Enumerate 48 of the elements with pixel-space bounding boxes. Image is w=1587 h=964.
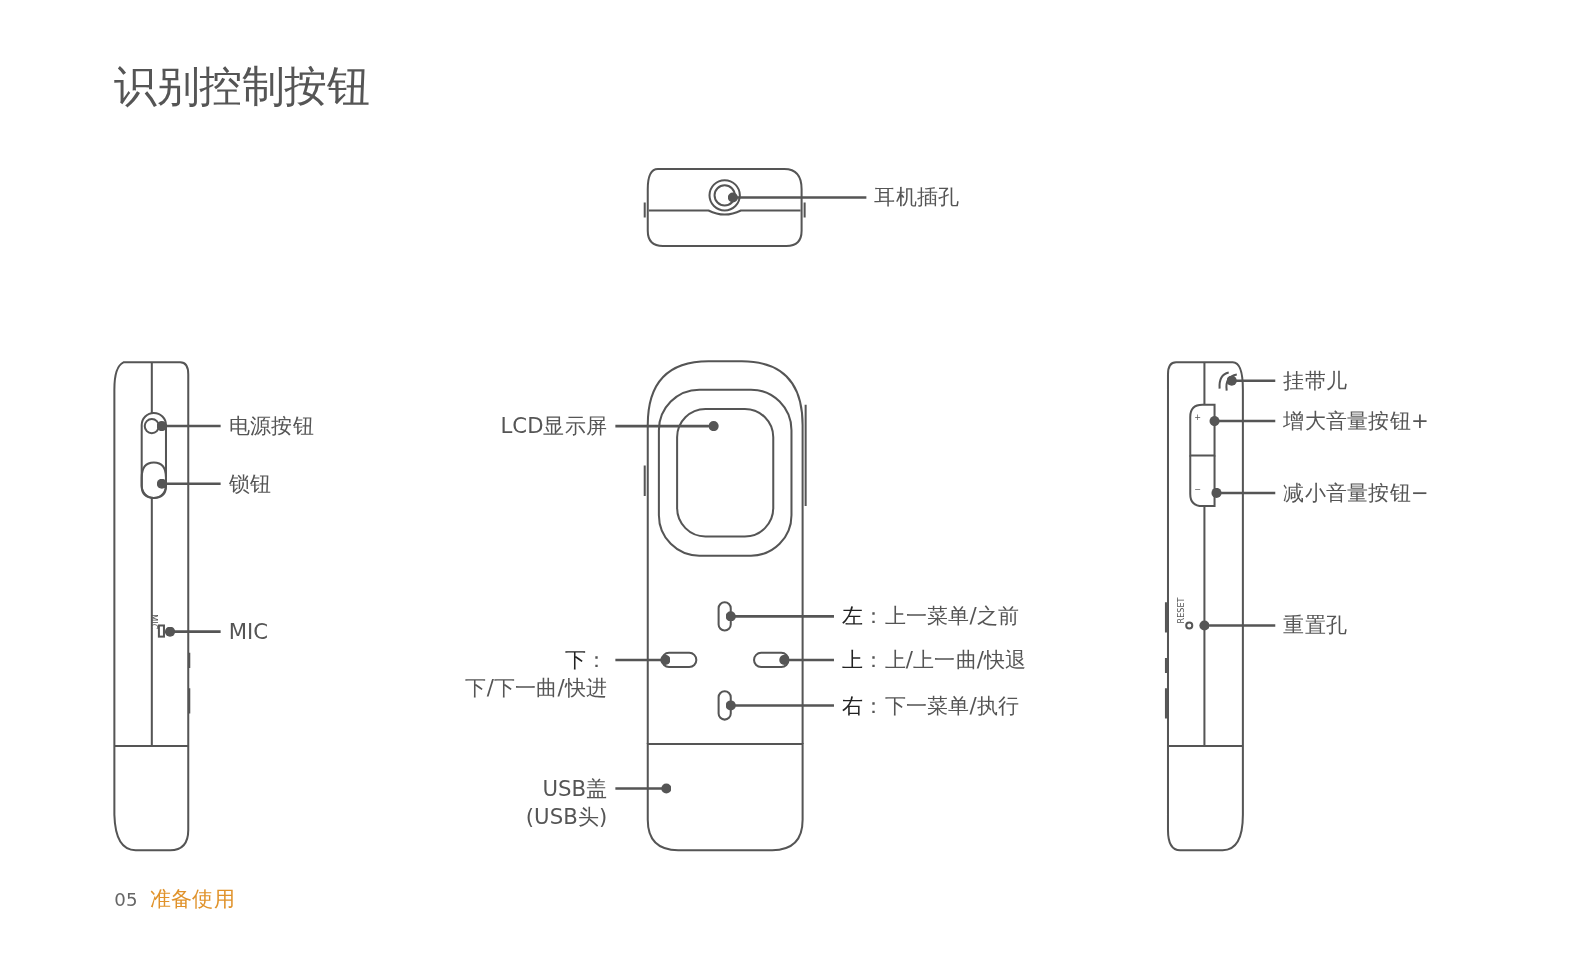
page-title: 识别控制按钮: [114, 60, 370, 114]
reset-label: RESET: [1177, 597, 1187, 624]
leader-line: [615, 654, 671, 665]
leader-line: [1226, 375, 1276, 386]
mic-hole: [157, 624, 165, 638]
leader-line: [156, 421, 221, 432]
volume-key: [1189, 455, 1216, 508]
leader-line: [165, 626, 221, 637]
part-label: 重置孔: [1283, 610, 1348, 639]
usb-cap: [646, 742, 804, 852]
part-label: 耳机插孔: [874, 183, 960, 212]
minus-sign: −: [1194, 484, 1202, 494]
part-label: 下：下/下一曲/快进: [465, 645, 608, 703]
key: [660, 651, 698, 668]
leader-line: [1211, 487, 1276, 498]
key: [717, 690, 732, 721]
leader-line: [727, 192, 867, 203]
leader-line: [725, 611, 834, 622]
lock-switch: [140, 461, 167, 499]
display-screen: [676, 407, 775, 538]
leader-line: [615, 421, 719, 432]
part-label: 上：上/上一曲/快退: [842, 645, 1027, 675]
part-label: 右：下一菜单/执行: [842, 691, 1020, 720]
part-label: 挂带儿: [1283, 366, 1348, 395]
key: [717, 601, 732, 632]
part-label: LCD显示屏: [500, 411, 608, 441]
key: [753, 651, 790, 668]
leader-line: [1209, 416, 1276, 427]
plus-sign: +: [1194, 412, 1202, 423]
part-label: 减小音量按钮−: [1283, 478, 1429, 508]
power-button: [143, 418, 160, 435]
part-label: 左：上一菜单/之前: [842, 602, 1020, 631]
volume-key: [1189, 403, 1216, 457]
headphone-jack: [708, 179, 741, 212]
leader-line: [1199, 620, 1276, 631]
leader-line: [156, 478, 221, 489]
strap-hole: [1218, 371, 1238, 392]
leader-line: [615, 783, 672, 794]
part-label: 锁钮: [228, 469, 272, 498]
section-name: 准备使用: [149, 885, 235, 913]
leader-line: [725, 700, 834, 711]
part-label: MIC: [228, 617, 269, 646]
part-label: 增大音量按钮+: [1283, 406, 1429, 436]
leader-line: [779, 654, 834, 665]
page-number: 05: [114, 888, 138, 910]
reset-hole: [1185, 621, 1194, 630]
part-label: 电源按钮: [228, 411, 314, 441]
part-label: USB盖(USB头): [516, 774, 608, 831]
